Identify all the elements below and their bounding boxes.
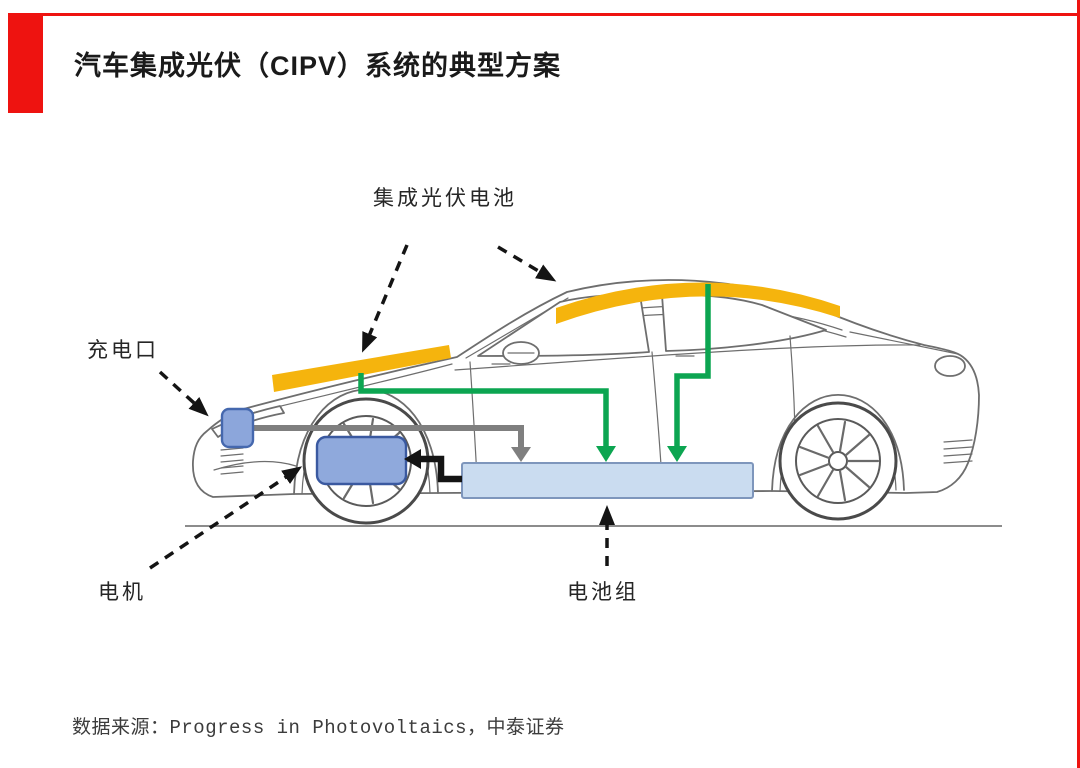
accent-block (8, 13, 43, 113)
rear-vents (943, 439, 973, 464)
pv-strip-roof (556, 282, 840, 324)
taillight (934, 355, 966, 377)
pv-strip-hood (272, 345, 451, 392)
flow-roof-pv-to-battery (667, 284, 711, 462)
arrow-pv-to-hood (362, 244, 409, 353)
flow-battery-to-motor (404, 449, 462, 483)
flow-hood-pv-to-battery (358, 373, 616, 462)
label-battery-pack: 电池组 (567, 580, 639, 604)
charge-port-box (220, 407, 255, 449)
battery-pack-box (461, 462, 754, 499)
page-title: 汽车集成光伏（CIPV）系统的典型方案 (74, 51, 562, 81)
right-edge-rule (1077, 0, 1080, 768)
label-arrows (149, 244, 615, 570)
label-pv-cells: 集成光伏电池 (373, 186, 517, 210)
rear-wheel (778, 401, 898, 521)
header-rule (43, 13, 1080, 16)
label-charge-port: 充电口 (87, 338, 159, 362)
motor-box (315, 435, 408, 486)
label-motor: 电机 (98, 580, 146, 604)
arrow-charge-port (158, 370, 209, 417)
flow-charge-to-battery (253, 425, 531, 462)
arrow-motor (149, 466, 303, 570)
source-note: 数据来源：Progress in Photovoltaics，中泰证券 (72, 717, 565, 739)
arrow-pv-to-roof (497, 245, 557, 282)
grille-vents (220, 447, 244, 475)
